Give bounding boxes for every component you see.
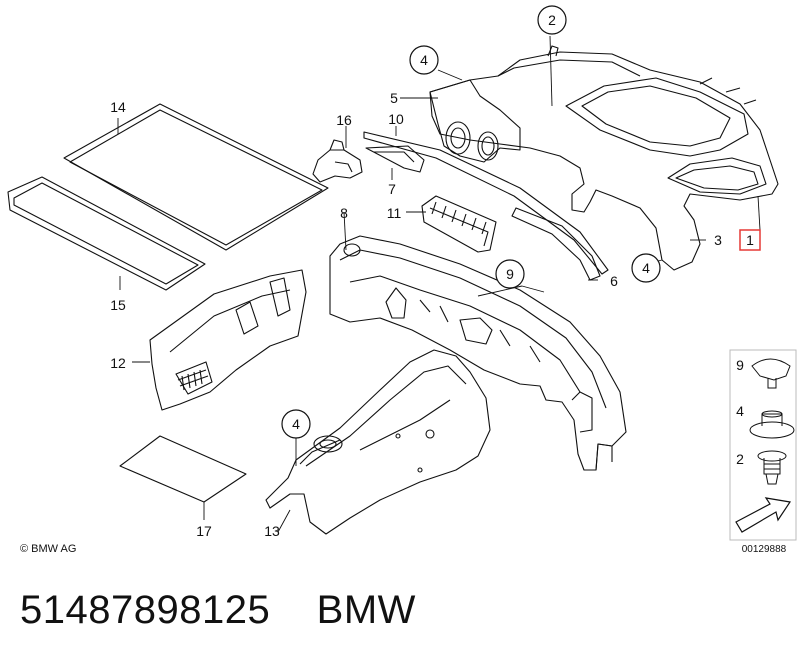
callout-8: 8 <box>340 205 348 221</box>
callout-12: 12 <box>110 355 126 371</box>
clip-icon <box>751 358 791 389</box>
svg-text:6: 6 <box>610 273 618 289</box>
part-12-side-panel <box>149 269 307 411</box>
svg-text:3: 3 <box>714 232 722 248</box>
copyright-notice: © BMW AG <box>20 543 76 555</box>
callout-5: 5 <box>390 90 398 106</box>
callout-10: 10 <box>388 111 404 127</box>
svg-text:4: 4 <box>292 416 300 432</box>
svg-text:4: 4 <box>420 52 428 68</box>
callout-11: 11 <box>387 205 402 221</box>
svg-text:4: 4 <box>642 260 650 276</box>
callout-2: 2 <box>537 5 567 35</box>
callout-17: 17 <box>196 523 212 539</box>
callout-4-lower: 4 <box>281 409 311 439</box>
nut-icon <box>749 410 795 439</box>
part-17-mat <box>119 435 247 503</box>
part-14-trunk-mat <box>63 103 329 251</box>
legend-item-2: 2 <box>736 450 787 485</box>
fastener-legend: 9 4 2 <box>729 349 797 541</box>
svg-text:7: 7 <box>388 181 396 197</box>
callout-14: 14 <box>110 99 126 115</box>
svg-text:15: 15 <box>110 297 126 313</box>
part-1-parcel-shelf <box>429 45 779 271</box>
part-5-speaker-bracket <box>429 79 521 163</box>
brand-name: BMW <box>316 588 416 632</box>
svg-text:2: 2 <box>736 451 744 467</box>
svg-text:11: 11 <box>387 205 402 221</box>
callout-16: 16 <box>336 112 352 128</box>
legend-item-9: 9 <box>736 357 791 389</box>
svg-text:1: 1 <box>746 232 754 248</box>
callout-1-highlighted: 1 <box>739 229 761 251</box>
leader-lines <box>117 35 761 533</box>
svg-text:17: 17 <box>196 523 212 539</box>
svg-text:12: 12 <box>110 355 126 371</box>
svg-text:5: 5 <box>390 90 398 106</box>
svg-text:9: 9 <box>506 266 514 282</box>
callout-7: 7 <box>388 181 396 197</box>
callout-4-top: 4 <box>409 45 439 75</box>
part-caption: 51487898125 BMW <box>20 588 416 633</box>
callout-9: 9 <box>495 259 525 289</box>
part-number: 51487898125 <box>20 588 271 632</box>
part-11-vent-grille <box>421 195 497 253</box>
direction-arrow-icon <box>735 497 792 533</box>
part-7-trim <box>365 145 425 173</box>
part-13-wheel-housing <box>265 349 491 535</box>
svg-text:13: 13 <box>264 523 280 539</box>
svg-text:8: 8 <box>340 205 348 221</box>
part-16-bracket <box>312 139 363 183</box>
callout-3: 3 <box>714 232 722 248</box>
callout-15: 15 <box>110 297 126 313</box>
svg-text:9: 9 <box>736 357 744 373</box>
svg-text:16: 16 <box>336 112 352 128</box>
svg-text:14: 14 <box>110 99 126 115</box>
svg-text:10: 10 <box>388 111 404 127</box>
part-10-strip <box>363 131 609 275</box>
diagram-reference-number: 00129888 <box>742 544 787 555</box>
part-9-side-trim <box>329 235 627 471</box>
callout-13: 13 <box>264 523 280 539</box>
part-6-strip <box>511 207 601 281</box>
svg-text:4: 4 <box>736 403 744 419</box>
svg-text:2: 2 <box>548 12 556 28</box>
expanding-rivet-icon <box>757 450 787 485</box>
callout-6: 6 <box>610 273 618 289</box>
legend-item-4: 4 <box>736 403 795 439</box>
callout-4-right: 4 <box>631 253 661 283</box>
part-15-floor-cover <box>7 176 206 291</box>
